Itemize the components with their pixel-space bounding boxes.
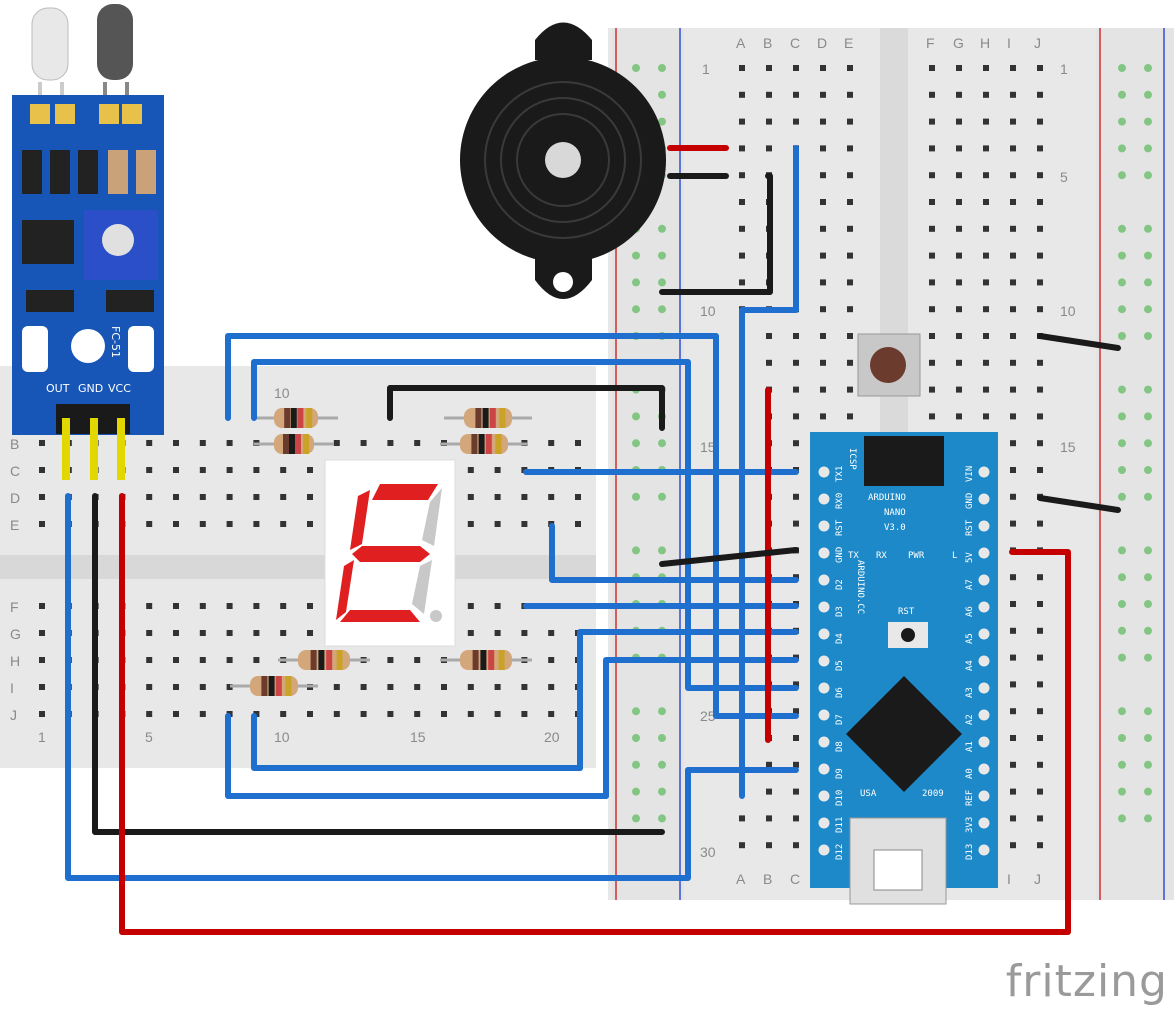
sb-row-f: F [10,599,19,615]
ir-sensor-module: FC-51 OUT GND VCC [12,4,164,480]
nano-pin-label: D8 [835,741,845,752]
seven-segment-display [324,459,456,647]
bb-col-c: C [790,35,800,51]
sensor-pin-vcc: VCC [108,382,131,395]
nano-pin-label: A5 [965,633,975,644]
nano-pin-label: D5 [835,660,845,671]
sb-row-d: D [10,490,20,506]
sb-row-b: B [10,436,19,452]
nano-pin-label: D10 [835,790,845,806]
nano-pin-label: A3 [965,687,975,698]
nano-pin-label: REF [965,790,975,806]
nano-year: 2009 [922,789,944,799]
resistors [230,408,532,696]
nano-led-pwr: PWR [908,551,925,561]
nano-pin-label: D13 [965,844,975,860]
nano-rst-label: RST [898,607,915,617]
bb-row-15: 15 [700,439,716,455]
nano-pin-label: A0 [965,768,975,779]
sb-col-10: 10 [274,729,290,745]
sb-row-j: J [10,707,17,723]
bb-col-i: I [1007,35,1011,51]
nano-icsp: ICSP [847,448,857,470]
bb-col-c-bottom: C [790,871,800,887]
sb-row-h: H [10,653,20,669]
nano-pin-label: GND [835,547,845,563]
sb-row-g: G [10,626,21,642]
nano-title: ARDUINO [868,493,906,503]
nano-pin-label: D3 [835,606,845,617]
nano-pin-label: A4 [965,660,975,671]
bb-col-h: H [980,35,990,51]
nano-led-tx: TX [848,551,859,561]
bb-row-1: 1 [702,61,710,77]
nano-pin-label: TX1 [835,466,845,482]
bb-col-a: A [736,35,746,51]
nano-pin-label: VIN [965,466,975,482]
nano-version: V3.0 [884,523,906,533]
bb-col-f: F [926,35,935,51]
sb-col-5: 5 [145,729,153,745]
nano-pin-label: D12 [835,844,845,860]
bb-row-10: 10 [700,303,716,319]
bb-col-i-bottom: I [1007,871,1011,887]
nano-pin-label: 5V [965,552,975,563]
sb-col-1: 1 [38,729,46,745]
arduino-nano: ARDUINO NANO V3.0 RST ICSP ARDUINO.CC US… [810,432,998,905]
nano-pin-label: 3V3 [965,817,975,833]
bb-col-j-bottom: J [1034,871,1041,887]
nano-pin-label: D9 [835,768,845,779]
fritzing-logo: fritzing [1005,956,1168,1007]
sb-col-20: 20 [544,729,560,745]
nano-pin-label: D4 [835,633,845,644]
nano-pin-label: A1 [965,741,975,752]
nano-country: USA [860,789,877,799]
nano-pin-label: RST [835,519,845,536]
nano-pin-label: A7 [965,579,975,590]
nano-pin-label: D7 [835,714,845,725]
bb-row-1-right: 1 [1060,61,1068,77]
sb-col-10-top: 10 [274,385,290,401]
sensor-model: FC-51 [109,326,122,358]
sb-col-15: 15 [410,729,426,745]
bb-col-j: J [1034,35,1041,51]
sensor-pin-gnd: GND [78,382,103,395]
nano-led-rx: RX [876,551,887,561]
bb-row-25: 25 [700,708,716,724]
bb-row-5-right: 5 [1060,169,1068,185]
bb-col-a-bottom: A [736,871,746,887]
nano-led-l: L [952,551,957,561]
bb-row-15-right: 15 [1060,439,1076,455]
nano-pin-label: A2 [965,714,975,725]
bb-col-g: G [953,35,964,51]
bb-col-b-bottom: B [763,871,772,887]
bb-col-e: E [844,35,853,51]
bb-col-d: D [817,35,827,51]
sb-row-i: I [10,680,14,696]
nano-model: NANO [884,508,906,518]
sensor-pin-out: OUT [46,382,70,395]
nano-url: ARDUINO.CC [855,560,865,614]
nano-pin-label: D2 [835,579,845,590]
bb-col-b: B [763,35,772,51]
pushbutton [857,333,921,397]
bb-row-30: 30 [700,844,716,860]
nano-pin-label: RST [965,519,975,536]
bb-row-10-right: 10 [1060,303,1076,319]
sb-row-c: C [10,463,20,479]
nano-pin-label: RX0 [835,493,845,509]
nano-pin-label: GND [965,493,975,509]
nano-pin-label: A6 [965,606,975,617]
sb-row-e: E [10,517,19,533]
piezo-buzzer [460,22,666,299]
nano-pin-label: D11 [835,817,845,833]
nano-pin-label: D6 [835,687,845,698]
wires [65,145,1121,935]
